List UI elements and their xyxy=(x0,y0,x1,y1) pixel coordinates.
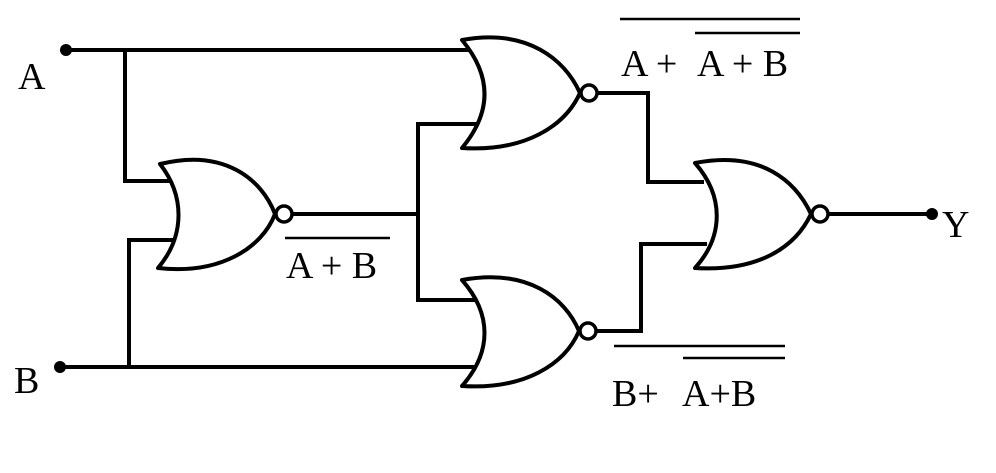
nor-gate-1-bubble xyxy=(274,204,294,224)
nor-gate-2 xyxy=(460,35,599,151)
terminal-a xyxy=(60,44,72,56)
label-input-b: B xyxy=(14,360,39,402)
label-output-y: Y xyxy=(942,204,969,246)
nor-gate-1 xyxy=(156,157,294,272)
expr-nor1-text: A + B xyxy=(286,245,377,287)
nor-gate-3 xyxy=(460,275,598,389)
terminal-b xyxy=(54,361,66,373)
nor-gate-2-bubble xyxy=(579,83,599,103)
nor-gate-2-body xyxy=(460,35,582,151)
nor-gate-4-bubble xyxy=(810,204,830,224)
nor-gate-1-body xyxy=(156,157,277,272)
expr-nor3-inner-text: A+B xyxy=(682,373,756,415)
wire-nor3-out xyxy=(594,242,707,333)
wire-a-branch xyxy=(123,48,172,183)
label-input-a: A xyxy=(18,56,46,98)
nor-gate-4 xyxy=(693,158,830,271)
expr-nor3: B+ A+B xyxy=(612,344,785,415)
expr-nor2-outer-text: A + xyxy=(621,43,677,85)
expr-nor3-outer-text: B+ xyxy=(612,373,659,415)
expr-nor1: A + B xyxy=(285,236,390,287)
expr-nor2: A + A + B xyxy=(620,17,800,85)
wire-nor2-out xyxy=(595,91,704,184)
wires xyxy=(58,48,934,369)
nor-gate-3-bubble xyxy=(578,321,598,341)
nor-gate-4-body xyxy=(693,158,813,271)
nor-gate-3-body xyxy=(460,275,581,389)
expr-nor2-inner-text: A + B xyxy=(697,43,788,85)
wire-b-branch xyxy=(127,238,174,369)
terminal-y xyxy=(926,208,938,220)
